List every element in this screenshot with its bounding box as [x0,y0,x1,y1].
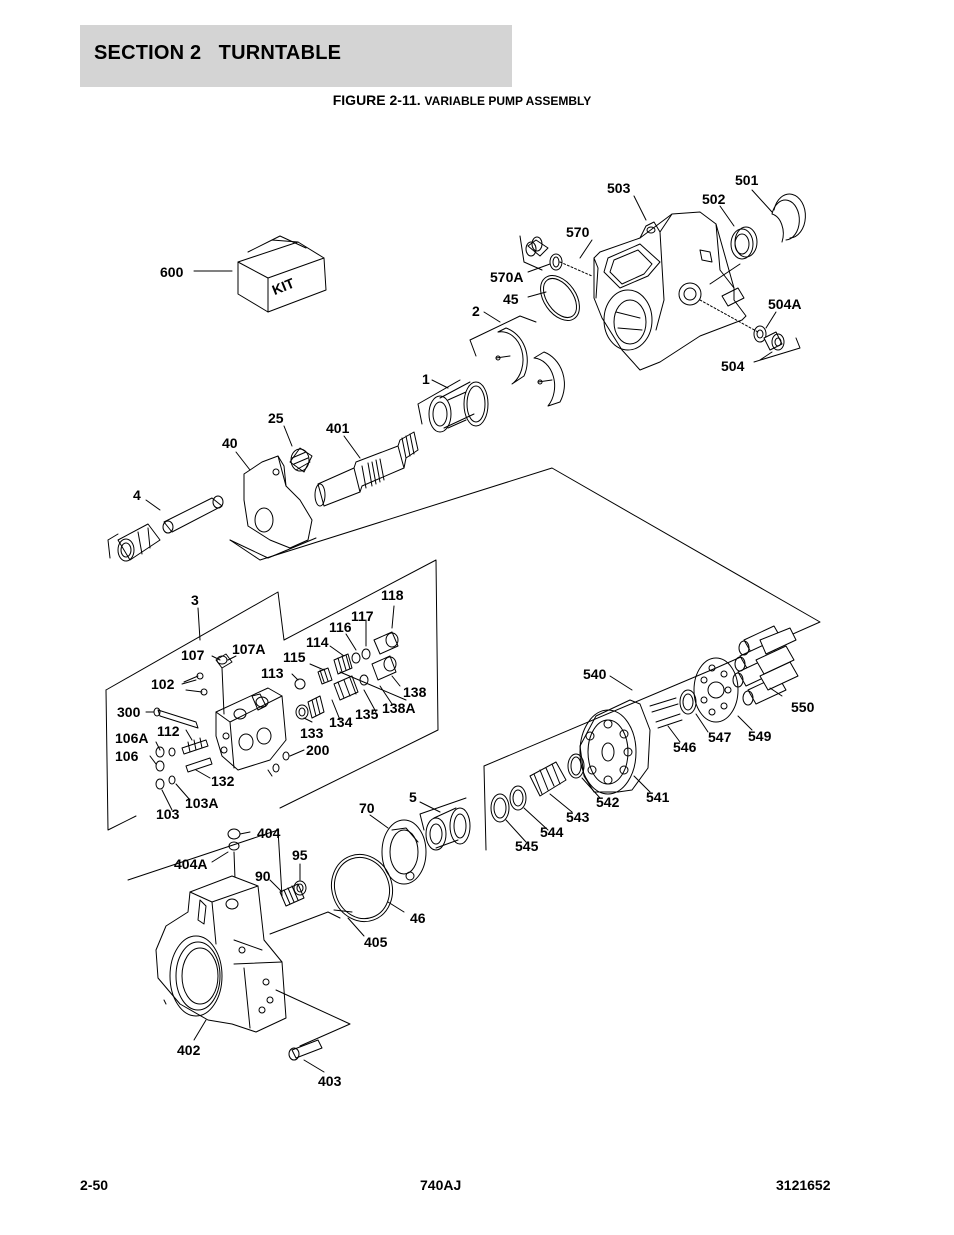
part-label: 544 [540,824,564,840]
part-label: 401 [326,420,350,436]
part-label: 90 [255,868,271,884]
part-label: 546 [673,739,697,755]
part-label: 95 [292,847,308,863]
part-label: 103 [156,806,180,822]
kit-box-label: KIT [270,275,297,298]
part-label: 200 [306,742,330,758]
part-label: 540 [583,666,607,682]
part-label: 502 [702,191,726,207]
part-label: 112 [157,723,180,739]
part-label: 106 [115,748,139,764]
part-label: 1 [422,371,430,387]
shaft-group [107,315,565,562]
part-label: 404 [257,825,281,841]
part-label: 25 [268,410,284,426]
part-label: 405 [364,934,388,950]
part-label: 504 [721,358,745,374]
part-label: 541 [646,789,670,805]
part-label: 2 [472,303,480,319]
figure-number: FIGURE 2-11. [332,92,421,108]
figure-name: VARIABLE PUMP ASSEMBLY [424,94,592,108]
part-label: 504A [768,296,801,312]
section-title: SECTION 2 TURNTABLE [94,42,342,64]
document-number: 3121652 [776,1177,831,1193]
part-label: 40 [222,435,238,451]
model-number: 740AJ [420,1177,462,1193]
part-label: 543 [566,809,590,825]
part-label: 132 [211,773,235,789]
part-label: 570 [566,224,590,240]
part-label: 549 [748,728,772,744]
part-label: 118 [381,587,404,603]
part-label: 404A [174,856,207,872]
kit-box [237,235,327,313]
part-label: 300 [117,704,141,720]
part-label: 547 [708,729,732,745]
part-label: 570A [490,269,523,285]
part-label: 106A [115,730,148,746]
part-label: 545 [515,838,539,854]
part-label: 107 [181,647,205,663]
part-label: 135 [355,706,379,722]
section-header: SECTION 2 TURNTABLE [80,25,512,87]
part-label: 45 [503,291,519,307]
rear-housing-group [519,193,806,371]
part-label: 138A [382,700,415,716]
part-label: 113 [261,665,284,681]
part-label: 5 [409,789,417,805]
part-label: 46 [410,910,426,926]
part-number-labels: 501 503 502 570 600 570A 45 2 504A 504 1… [115,172,815,1089]
part-label: 114 [306,634,329,650]
part-label: 4 [133,487,141,503]
part-label: 102 [151,676,175,692]
part-label: 542 [596,794,620,810]
part-label: 116 [329,619,352,635]
part-label: 600 [160,264,184,280]
part-label: 103A [185,795,218,811]
page-number: 2-50 [80,1177,109,1193]
part-label: 3 [191,592,199,608]
part-label: 115 [283,649,306,665]
part-label: 501 [735,172,759,188]
cylinder-group [483,625,799,851]
part-label: 107A [232,641,265,657]
figure-title: FIGURE 2-11. VARIABLE PUMP ASSEMBLY [0,92,924,108]
front-housing-group [127,797,471,1061]
part-label: 117 [351,608,374,624]
part-label: 133 [300,725,324,741]
part-label: 550 [791,699,815,715]
part-label: 134 [329,714,353,730]
control-valve-group [105,559,439,831]
part-label: 70 [359,800,375,816]
part-label: 403 [318,1073,342,1089]
part-label: 138 [403,684,427,700]
leader-lines [145,189,783,1073]
part-label: 503 [607,180,631,196]
part-label: 402 [177,1042,201,1058]
